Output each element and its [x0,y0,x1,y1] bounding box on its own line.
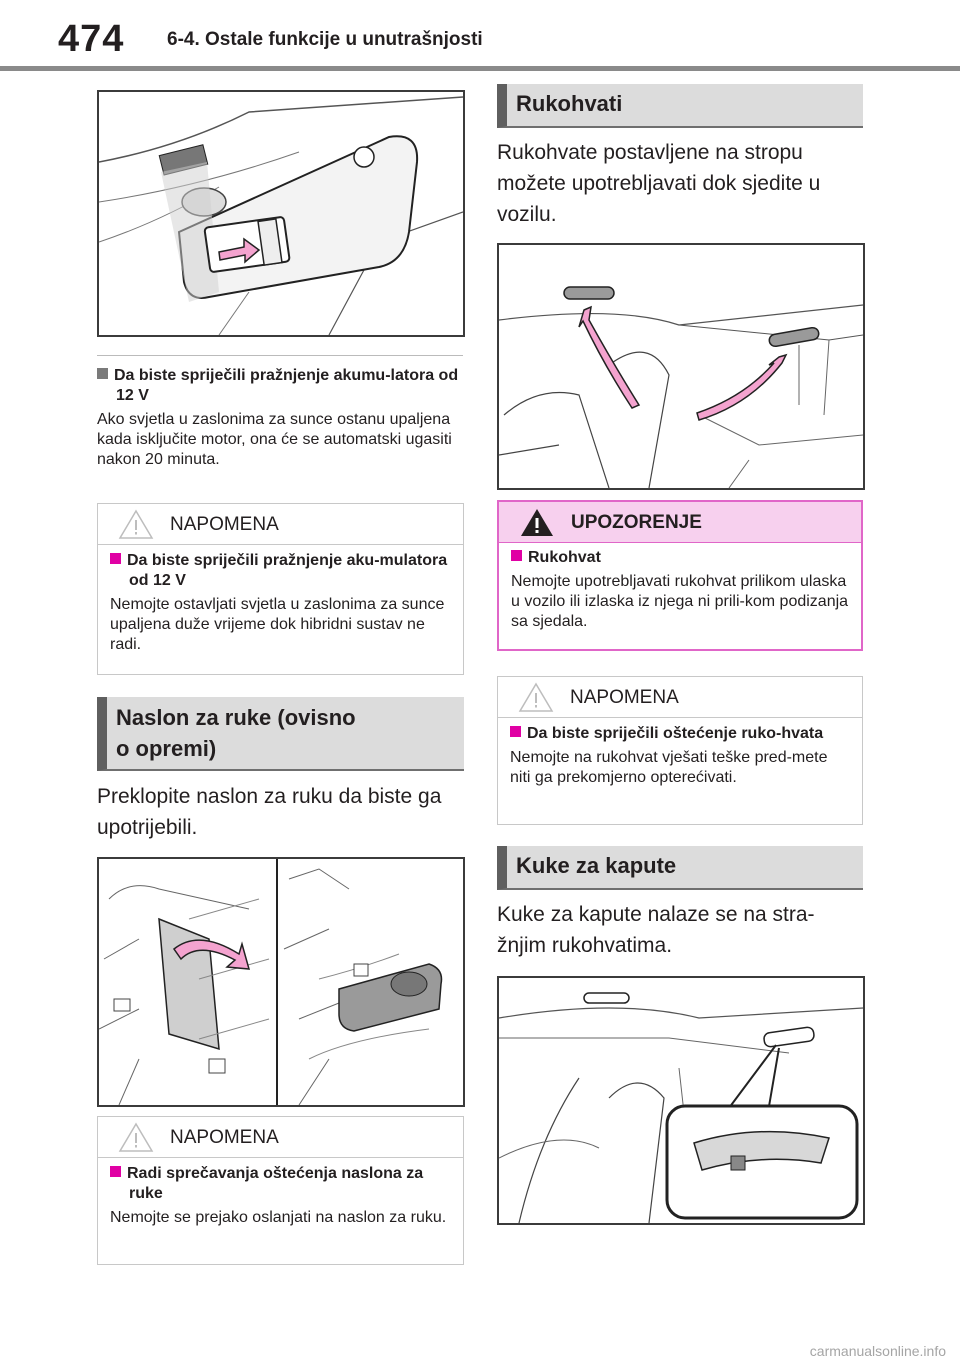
notice-box-1-text: Nemojte ostavljati svjetla u zaslonima z… [110,596,445,653]
armrest-section-heading: Naslon za ruke (ovisno o opremi) [97,697,464,771]
notice-box-3-label: NAPOMENA [570,687,679,708]
sun-visor-note: Da biste spriječili pražnjenje akumu-lat… [97,355,463,470]
notice-box-3-text: Nemojte na rukohvat vješati teške pred-m… [510,749,828,786]
warning-box-label: UPOZORENJE [571,512,702,533]
grip-section-heading: Rukohvati [497,84,863,128]
notice-box-3-header: NAPOMENA [498,677,862,718]
warning-box: UPOZORENJE Rukohvat Nemojte upotrebljava… [497,500,863,651]
armrest-drawing [99,859,443,1105]
armrest-section-text: Preklopite naslon za ruku da biste ga up… [97,785,442,839]
notice-box-2-header: NAPOMENA [98,1117,463,1158]
warning-box-title: Rukohvat [511,548,849,568]
coat-hook-drawing [499,992,863,1223]
notice-box-2-text: Nemojte se prejako oslanjati na naslon z… [110,1209,447,1226]
coat-hook-illustration [497,976,865,1225]
warning-box-header: UPOZORENJE [499,502,861,543]
notice-box-1: NAPOMENA Da biste spriječili pražnjenje … [97,503,464,675]
grip-section-text: Rukohvate postavljene na stropu možete u… [497,141,821,226]
notice-box-2-label: NAPOMENA [170,1127,279,1148]
bullet-square-icon [110,553,121,564]
hooks-section-heading: Kuke za kapute [497,846,863,890]
bullet-square-icon [511,550,522,561]
hooks-section-text: Kuke za kapute nalaze se na stra-žnjim r… [497,903,815,957]
header-divider [0,66,960,71]
notice-box-3-title: Da biste spriječili oštećenje ruko-hvata [510,724,850,744]
bullet-square-icon [97,368,108,379]
caution-triangle-icon [118,1122,154,1152]
notice-box-2-title: Radi sprečavanja oštećenja naslona za ru… [110,1164,451,1204]
warning-triangle-icon [521,509,553,536]
bullet-square-icon [510,726,521,737]
notice-box-1-header: NAPOMENA [98,504,463,545]
caution-triangle-icon [518,682,554,712]
armrest-illustration [97,857,465,1107]
bullet-square-icon [110,1166,121,1177]
assist-grip-drawing [499,286,863,488]
notice-box-1-label: NAPOMENA [170,514,279,535]
notice-box-2: NAPOMENA Radi sprečavanja oštećenja nasl… [97,1116,464,1265]
page-number: 474 [58,18,125,60]
warning-box-text: Nemojte upotrebljavati rukohvat prilikom… [511,573,849,630]
notice-box-1-title: Da biste spriječili pražnjenje aku-mulat… [110,551,451,591]
notice-box-3: NAPOMENA Da biste spriječili oštećenje r… [497,676,863,825]
footer-watermark: carmanualsonline.info [809,1343,946,1359]
caution-triangle-icon [118,509,154,539]
sun-visor-note-title: Da biste spriječili pražnjenje akumu-lat… [97,366,463,406]
assist-grip-illustration [497,243,865,490]
sun-visor-drawing [99,96,463,335]
sun-visor-note-text: Ako svjetla u zaslonima za sunce ostanu … [97,411,452,468]
sun-visor-illustration [97,90,465,337]
chapter-title: 6-4. Ostale funkcije u unutrašnjosti [167,29,483,50]
